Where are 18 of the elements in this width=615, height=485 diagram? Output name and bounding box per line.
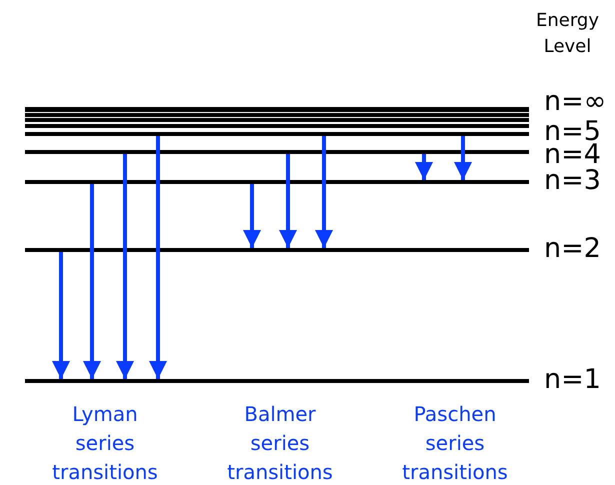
energy-level-heading: Energy Level xyxy=(534,9,600,59)
level-label: n=∞ xyxy=(544,88,606,115)
transition-arrow xyxy=(415,154,433,180)
transition-arrow xyxy=(454,136,472,180)
transition-arrow xyxy=(315,136,333,248)
level-label: n=3 xyxy=(544,167,601,194)
transition-arrow xyxy=(116,154,134,379)
level-label: n=4 xyxy=(544,141,601,168)
transition-arrow xyxy=(52,252,70,379)
transition-arrow xyxy=(279,154,297,248)
level-label: n=1 xyxy=(544,366,601,393)
transition-arrow xyxy=(83,184,101,379)
level-label: n=2 xyxy=(544,235,601,262)
series-label: Balmer series transitions xyxy=(226,401,334,485)
transition-arrow xyxy=(243,184,261,248)
series-label: Lyman series transitions xyxy=(51,401,159,485)
transition-arrow xyxy=(149,136,167,379)
series-label: Paschen series transitions xyxy=(401,401,509,485)
